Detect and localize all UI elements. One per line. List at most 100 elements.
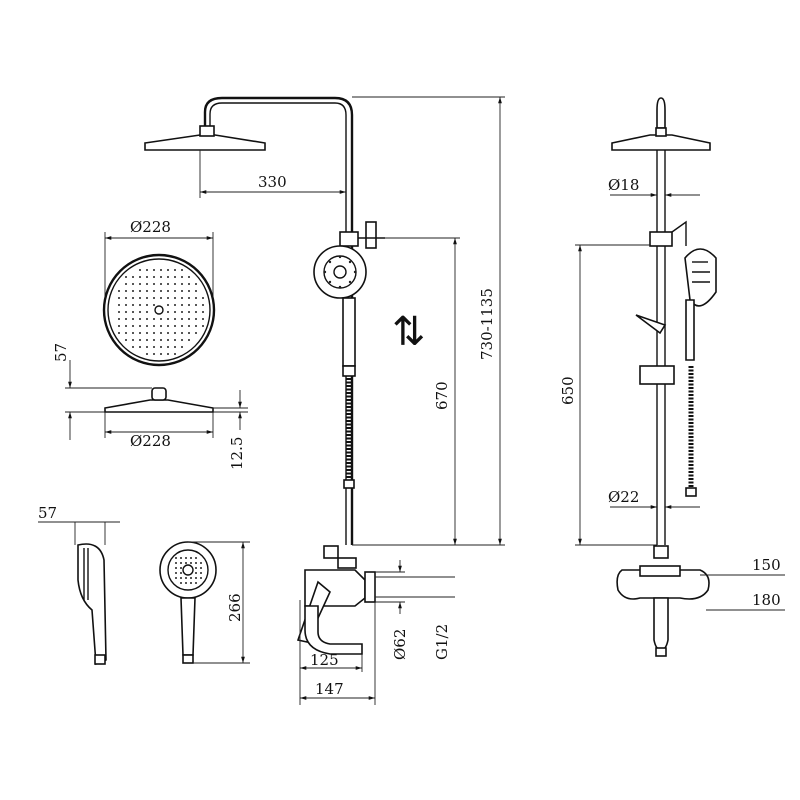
- nozzle-dot: [190, 557, 192, 559]
- nozzle-dot: [153, 339, 155, 341]
- side-view: Ø18 650 Ø22 150 180: [559, 97, 785, 657]
- nozzle-dot: [174, 346, 176, 348]
- nozzle-dot: [153, 304, 155, 306]
- nozzle-dot: [180, 572, 182, 574]
- nozzle-dot: [200, 577, 202, 579]
- nozzle-dot: [139, 346, 141, 348]
- hand-shower-on-rail: [313, 245, 367, 377]
- nozzle-dot: [132, 325, 134, 327]
- dim-thread: G1/2: [433, 624, 451, 660]
- nozzle-dot: [174, 311, 176, 313]
- nozzle-dot: [175, 562, 177, 564]
- overhead-shower-head: [144, 125, 266, 151]
- nozzle-dot: [202, 311, 204, 313]
- nozzle-dot: [195, 582, 197, 584]
- nozzle-dot: [160, 283, 162, 285]
- nozzle-dot: [174, 297, 176, 299]
- nozzle-dot: [174, 290, 176, 292]
- nozzle-dot: [167, 318, 169, 320]
- nozzle-dot: [146, 290, 148, 292]
- nozzle-dot: [125, 304, 127, 306]
- nozzle-dot: [125, 318, 127, 320]
- nozzle-dot: [125, 276, 127, 278]
- nozzle-dot: [195, 311, 197, 313]
- nozzle-dot: [195, 557, 197, 559]
- nozzle-dot: [167, 311, 169, 313]
- nozzle-dot: [167, 346, 169, 348]
- dim-slide-height: 670: [433, 381, 451, 410]
- nozzle-dot: [146, 304, 148, 306]
- nozzle-dot: [125, 325, 127, 327]
- nozzle-dot: [118, 325, 120, 327]
- dim-centers-min: 150: [752, 556, 781, 574]
- nozzle-dot: [195, 325, 197, 327]
- nozzle-dot: [175, 572, 177, 574]
- dim-escutcheon-diameter: Ø62: [391, 629, 409, 660]
- nozzle-dot: [181, 325, 183, 327]
- dim-upper-pipe-diameter: Ø18: [608, 176, 639, 194]
- nozzle-dot: [132, 332, 134, 334]
- nozzle-dot: [160, 332, 162, 334]
- nozzle-dot: [180, 577, 182, 579]
- nozzle-dot: [185, 562, 187, 564]
- nozzle-dot: [181, 304, 183, 306]
- nozzle-dot: [132, 276, 134, 278]
- nozzle-dot: [181, 283, 183, 285]
- nozzle-dot: [167, 269, 169, 271]
- nozzle-dot: [195, 332, 197, 334]
- nozzle-dot: [200, 567, 202, 569]
- nozzle-dot: [188, 283, 190, 285]
- nozzle-dot: [153, 318, 155, 320]
- nozzle-dot: [174, 283, 176, 285]
- nozzle-dot: [167, 283, 169, 285]
- dim-side-height: 57: [52, 343, 70, 362]
- nozzle-dot: [139, 311, 141, 313]
- nozzle-dot: [153, 353, 155, 355]
- nozzle-dot: [153, 297, 155, 299]
- nozzle-dot: [153, 283, 155, 285]
- nozzle-dot: [195, 577, 197, 579]
- nozzle-dot: [160, 276, 162, 278]
- nozzle-dot: [160, 318, 162, 320]
- dim-mixer-depth: 125: [310, 651, 339, 669]
- slide-direction-symbol: ⇅: [392, 309, 426, 355]
- nozzle-dot: [160, 325, 162, 327]
- dim-top-diameter: Ø228: [130, 218, 171, 236]
- nozzle-dot: [167, 353, 169, 355]
- nozzle-dot: [195, 567, 197, 569]
- nozzle-dot: [167, 297, 169, 299]
- nozzle-dot: [146, 297, 148, 299]
- nozzle-dot: [153, 332, 155, 334]
- nozzle-dot: [160, 297, 162, 299]
- dim-total-height: 730-1135: [478, 288, 496, 360]
- diverter: [339, 221, 385, 249]
- nozzle-dot: [202, 297, 204, 299]
- nozzle-dot: [167, 304, 169, 306]
- nozzle-dot: [118, 311, 120, 313]
- dim-centers-max: 180: [752, 591, 781, 609]
- nozzle-dot: [180, 557, 182, 559]
- nozzle-dot: [174, 318, 176, 320]
- nozzle-dot: [188, 325, 190, 327]
- nozzle-dot: [174, 332, 176, 334]
- nozzle-dot: [188, 290, 190, 292]
- nozzle-dot: [125, 283, 127, 285]
- nozzle-dot: [125, 339, 127, 341]
- nozzle-dot: [153, 276, 155, 278]
- nozzle-dot: [180, 567, 182, 569]
- nozzle-dot: [202, 318, 204, 320]
- overhead-shower-top-view: Ø228: [102, 218, 216, 367]
- nozzle-dot: [139, 304, 141, 306]
- nozzle-dot: [132, 283, 134, 285]
- nozzle-dot: [181, 318, 183, 320]
- nozzle-dot: [188, 276, 190, 278]
- nozzle-dot: [153, 290, 155, 292]
- nozzle-dot: [160, 269, 162, 271]
- nozzle-dot: [146, 332, 148, 334]
- nozzle-dot: [139, 276, 141, 278]
- hand-shower-views: 57 266: [38, 504, 250, 666]
- nozzle-dot: [190, 577, 192, 579]
- nozzle-dot: [175, 557, 177, 559]
- nozzle-dot: [181, 276, 183, 278]
